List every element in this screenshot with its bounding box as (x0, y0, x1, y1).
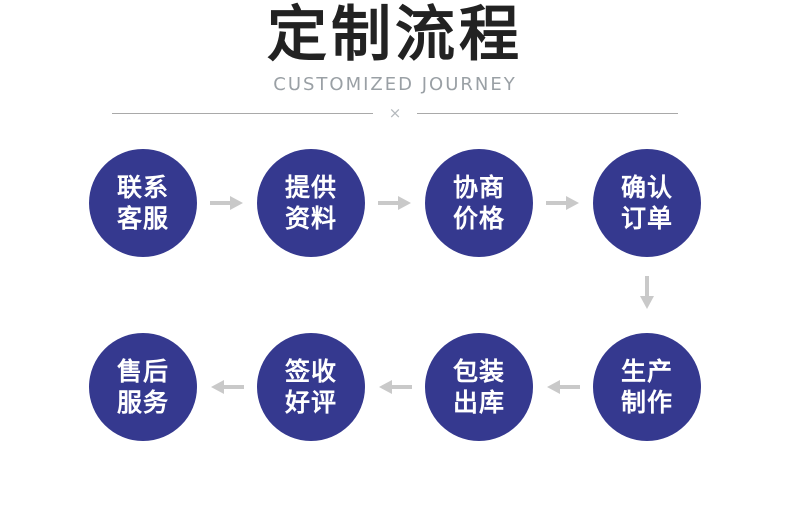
step-production: 生产 制作 (593, 333, 701, 441)
page-title: 定制流程 (267, 0, 523, 70)
flow-row-top: 联系 客服 提供 资料 协商 价格 确认 订单 (89, 149, 701, 257)
section-divider: × (112, 104, 679, 122)
step-label-line: 包装 (452, 357, 505, 386)
left-arrow-icon (546, 378, 580, 396)
row-connector (89, 257, 701, 333)
step-provide-materials: 提供 资料 (257, 149, 365, 257)
step-label-line: 资料 (284, 204, 337, 233)
page-subtitle: CUSTOMIZED JOURNEY (273, 74, 517, 95)
step-contact-support: 联系 客服 (89, 149, 197, 257)
step-label-line: 生产 (620, 357, 673, 386)
step-label-line: 价格 (452, 204, 505, 233)
divider-line-right (417, 112, 679, 114)
flow-row-bottom: 售后 服务 签收 好评 包装 出库 生产 制作 (89, 333, 701, 441)
step-after-sales-service: 售后 服务 (89, 333, 197, 441)
right-arrow-icon (378, 194, 412, 212)
left-arrow-icon (210, 378, 244, 396)
step-label-line: 出库 (452, 388, 505, 417)
step-label-line: 服务 (116, 388, 169, 417)
right-arrow-icon (546, 194, 580, 212)
right-arrow-icon (210, 194, 244, 212)
step-label-line: 订单 (620, 204, 673, 233)
step-confirm-order: 确认 订单 (593, 149, 701, 257)
x-mark-icon: × (388, 104, 402, 122)
step-negotiate-price: 协商 价格 (425, 149, 533, 257)
step-label-line: 提供 (284, 173, 337, 202)
step-label-line: 售后 (116, 357, 169, 386)
divider-line-left (112, 112, 373, 114)
process-flow: 联系 客服 提供 资料 协商 价格 确认 订单 (89, 149, 701, 441)
step-label-line: 客服 (116, 204, 169, 233)
step-label-line: 协商 (452, 173, 505, 202)
step-label-line: 好评 (284, 388, 337, 417)
step-label-line: 制作 (620, 388, 673, 417)
step-sign-and-review: 签收 好评 (257, 333, 365, 441)
step-pack-and-ship: 包装 出库 (425, 333, 533, 441)
down-arrow-icon (638, 276, 656, 314)
step-label-line: 签收 (284, 357, 337, 386)
step-label-line: 确认 (620, 173, 673, 202)
left-arrow-icon (378, 378, 412, 396)
step-label-line: 联系 (116, 173, 169, 202)
